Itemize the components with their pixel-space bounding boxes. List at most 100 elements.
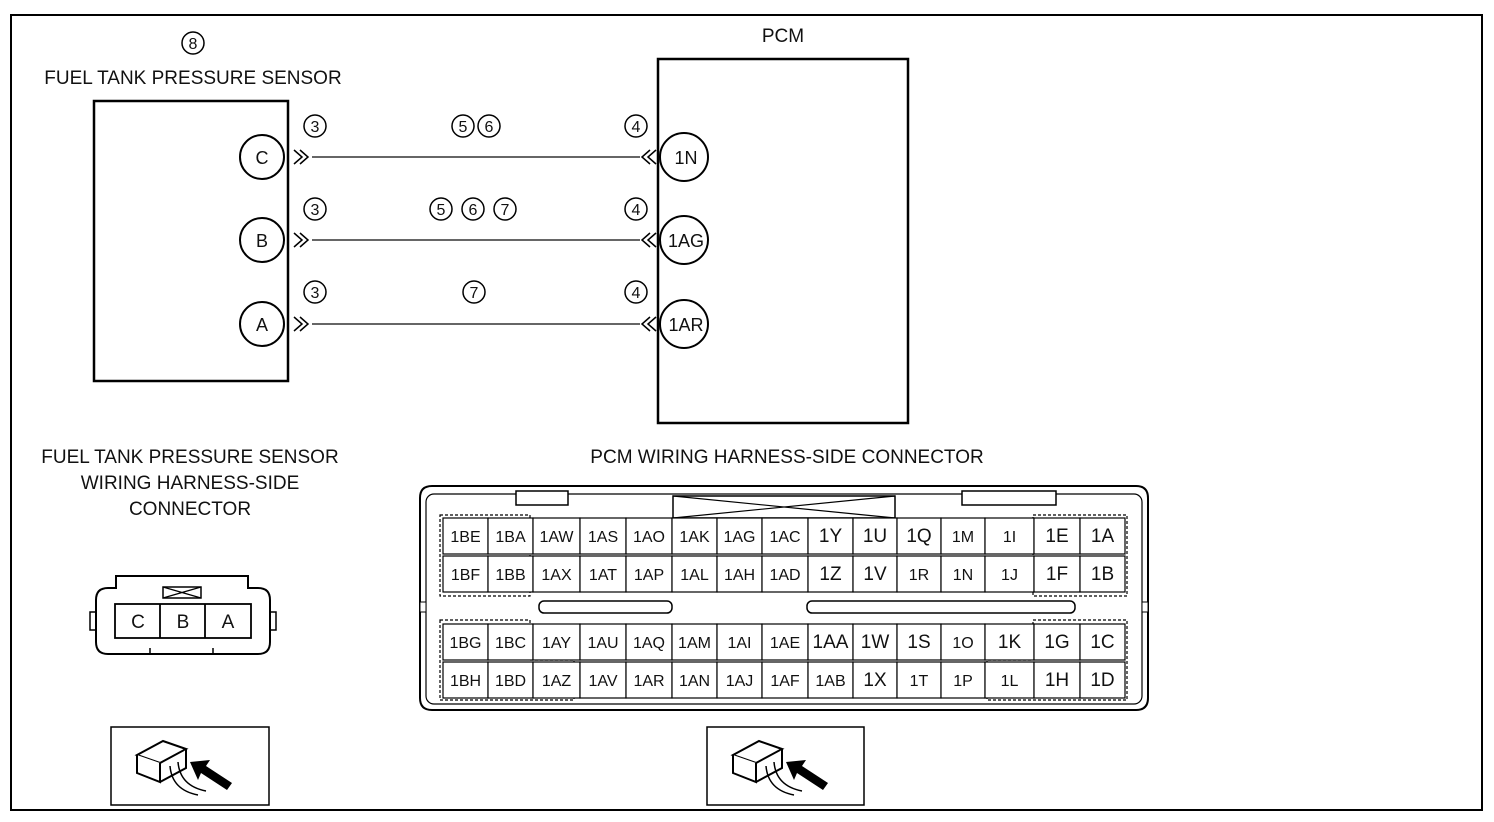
pcm-cavity-label: 1Y — [819, 526, 843, 547]
svg-text:5: 5 — [459, 119, 468, 136]
pcm-cavity-label: 1BC — [495, 635, 526, 652]
pcm-cavity-label: 1AA — [813, 632, 849, 653]
pcm-cavity-label: 1AJ — [726, 673, 754, 690]
sensor-connector-note: 3 — [303, 114, 327, 138]
sensor-title: FUEL TANK PRESSURE SENSOR — [44, 68, 341, 89]
pcm-cavity-label: 1K — [998, 632, 1022, 653]
svg-text:5: 5 — [437, 202, 446, 219]
pcm-cavity-label: 1BB — [495, 567, 525, 584]
pcm-cavity-cell — [716, 623, 763, 661]
pcm-cavity-label: 1AT — [589, 567, 617, 584]
svg-text:4: 4 — [632, 285, 641, 302]
pcm-cavity-cell — [896, 517, 942, 555]
pcm-pin-1n: 1N — [659, 132, 709, 182]
pcm-cavity-label: 1BG — [449, 635, 481, 652]
pcm-pin-1ar: 1AR — [659, 299, 709, 349]
pcm-cavity-cell — [625, 555, 673, 593]
pcm-cavity-cell — [716, 661, 763, 699]
pcm-cavity-cell — [1033, 555, 1081, 593]
pcm-cavity-label: 1AI — [727, 635, 751, 652]
svg-text:3: 3 — [311, 285, 320, 302]
pcm-cavity-label: 1BE — [450, 529, 480, 546]
svg-text:1AR: 1AR — [668, 315, 703, 335]
svg-text:8: 8 — [189, 36, 198, 53]
pcm-cavity-label: 1AN — [679, 673, 710, 690]
pcm-cavity-cell — [1033, 661, 1081, 699]
pcm-cavity-cell — [1079, 661, 1126, 699]
pcm-cavity-cell — [487, 555, 534, 593]
pcm-cavity-label: 1AH — [724, 567, 755, 584]
pcm-cavity-label: 1AD — [769, 567, 800, 584]
pcm-cavity-cell — [761, 555, 809, 593]
svg-text:6: 6 — [469, 202, 478, 219]
pcm-cavity-cell — [579, 623, 627, 661]
pcm-cavity-cell — [984, 661, 1035, 699]
pcm-connector-note: 4 — [624, 280, 648, 304]
pcm-cavity-cell — [852, 661, 898, 699]
mid-note: 5 — [429, 197, 453, 221]
pcm-connector-title: PCM WIRING HARNESS-SIDE CONNECTOR — [590, 447, 983, 468]
mid-note: 6 — [477, 114, 501, 138]
pcm-cavity-label: 1W — [861, 632, 890, 653]
connector-view-icon — [706, 726, 865, 806]
sensor-pin-b: B — [239, 217, 285, 263]
pcm-cavity-cell — [807, 517, 854, 555]
pcm-cavity-label: 1S — [907, 632, 930, 653]
pcm-cavity-cell — [487, 517, 534, 555]
pcm-cavity-label: 1BH — [450, 673, 481, 690]
pcm-cavity-cell — [716, 517, 763, 555]
pcm-cavity-label: 1M — [952, 529, 974, 546]
pcm-cavity-label: 1AX — [541, 567, 572, 584]
mid-note: 7 — [493, 197, 517, 221]
pcm-cavity-label: 1AK — [679, 529, 710, 546]
pcm-cavity-label: 1B — [1091, 564, 1114, 585]
pcm-cavity-label: 1T — [910, 673, 929, 690]
pcm-cavity-label: 1AE — [770, 635, 800, 652]
pcm-cavity-cell — [532, 517, 581, 555]
pcm-cavity-cell — [1079, 623, 1126, 661]
wire-a-1ar: 3 7 4 — [293, 280, 657, 332]
svg-text:C: C — [256, 148, 269, 168]
svg-text:3: 3 — [311, 119, 320, 136]
pcm-cavity-label: 1BF — [451, 567, 481, 584]
pcm-cavity-label: 1H — [1045, 670, 1069, 691]
pcm-cavity-cell — [761, 623, 809, 661]
pcm-cavity-label: 1Q — [906, 526, 931, 547]
pcm-cavity-cell — [1079, 517, 1126, 555]
pcm-cavity-cell — [940, 623, 986, 661]
sensor-connector-terminal-b: B — [177, 612, 190, 633]
sensor-connector-title-line: WIRING HARNESS-SIDE — [81, 473, 300, 494]
svg-text:1AG: 1AG — [668, 231, 704, 251]
pcm-cavity-label: 1AY — [542, 635, 571, 652]
mid-note: 6 — [461, 197, 485, 221]
pcm-cavity-label: 1F — [1046, 564, 1068, 585]
svg-text:4: 4 — [632, 202, 641, 219]
pcm-cavity-label: 1Z — [819, 564, 842, 585]
sensor-reference-number: 8 — [181, 31, 205, 55]
pcm-cavity-label: 1BA — [495, 529, 526, 546]
pcm-cavity-cell — [671, 517, 718, 555]
pcm-cavity-label: 1I — [1003, 529, 1016, 546]
pcm-cavity-cell — [442, 517, 489, 555]
pcm-cavity-cell — [487, 661, 534, 699]
pcm-cavity-label: 1AC — [769, 529, 800, 546]
pcm-cavity-label: 1J — [1001, 567, 1018, 584]
pcm-cavity-label: 1AF — [770, 673, 800, 690]
pcm-cavity-cell — [625, 623, 673, 661]
pcm-cavity-cell — [984, 623, 1035, 661]
pcm-cavity-label: 1O — [952, 635, 973, 652]
pcm-cavity-label: 1AZ — [542, 673, 572, 690]
pcm-cavity-cell — [984, 555, 1035, 593]
svg-text:A: A — [256, 315, 268, 335]
pcm-cavity-cell — [940, 661, 986, 699]
pcm-cavity-label: 1AW — [539, 529, 574, 546]
pcm-cavity-cell — [442, 623, 489, 661]
svg-text:1N: 1N — [674, 148, 697, 168]
diagram-frame — [10, 14, 1483, 811]
pcm-cavity-cell — [671, 555, 718, 593]
pcm-title: PCM — [762, 26, 804, 47]
pcm-cavity-cell — [984, 517, 1035, 555]
mid-note: 5 — [451, 114, 475, 138]
pcm-cavity-label: 1D — [1090, 670, 1114, 691]
